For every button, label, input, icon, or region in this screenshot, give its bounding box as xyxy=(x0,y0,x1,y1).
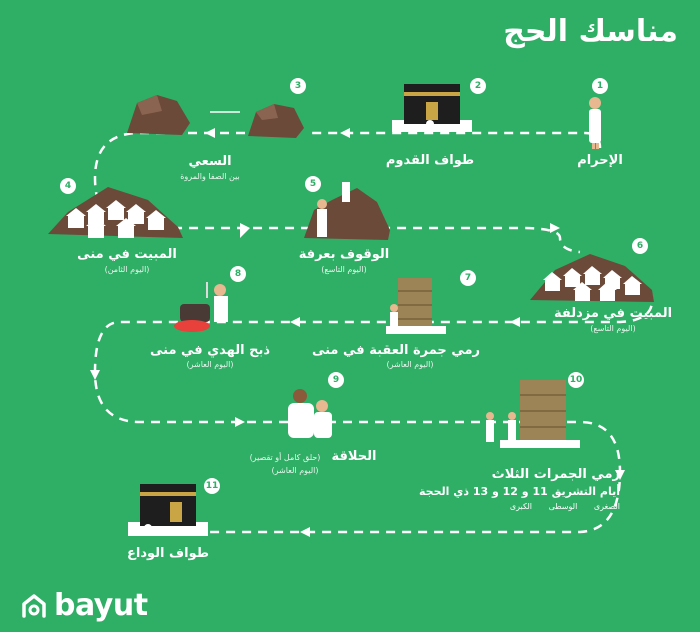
step-sub-7: (اليوم العاشر) xyxy=(386,360,434,369)
step-label-11: طواف الوداع xyxy=(127,546,209,561)
step-sub-3: بين الصفا والمروة xyxy=(180,172,240,181)
bullet-kubra: الكبرى xyxy=(509,502,533,511)
safa-rock-icon xyxy=(127,95,190,135)
step-label-10-days: أيام التشريق 11 و 12 و 13 ذي الحجة xyxy=(419,485,620,498)
mina-tents-icon xyxy=(48,187,183,238)
kaaba-farewell-icon xyxy=(128,484,208,536)
step-sub-9: (اليوم العاشر) xyxy=(271,466,319,475)
step-badge-10: 10 xyxy=(568,372,584,388)
step-badge-5: 5 xyxy=(305,176,321,192)
pilgrim-icon xyxy=(589,97,601,149)
step-badge-3: 3 xyxy=(290,78,306,94)
page-title: مناسك الحج xyxy=(503,14,678,49)
step-label-5: الوقوف بعرفة xyxy=(298,247,390,262)
step-sub-6: (اليوم التاسع) xyxy=(590,324,636,333)
jamarat-towers-icon xyxy=(486,380,580,448)
step-badge-8: 8 xyxy=(230,266,246,282)
kaaba-icon xyxy=(392,84,472,132)
shaving-icon xyxy=(288,389,332,438)
step-sub-4: (اليوم الثامن) xyxy=(104,265,150,274)
step-badge-1: 1 xyxy=(592,78,608,94)
bayut-logo: bayut xyxy=(20,588,148,623)
step-label-6: المبيت في مزدلفة xyxy=(553,306,673,321)
step-badge-11: 11 xyxy=(204,478,220,494)
step-label-9-extra: (حلق كامل أو تقصير) xyxy=(249,453,321,462)
step-badge-4: 4 xyxy=(60,178,76,194)
step-badge-6: 6 xyxy=(632,238,648,254)
bullet-wusta: الوسطى xyxy=(548,502,578,511)
step-label-1: الإحرام xyxy=(577,153,623,168)
sacrifice-icon xyxy=(174,282,228,332)
arafah-mount-icon xyxy=(304,182,390,240)
jamrah-tower-icon xyxy=(386,278,446,334)
step-label-8: ذبح الهدي في منى xyxy=(149,343,270,358)
step-badge-9: 9 xyxy=(328,372,344,388)
marwa-rock-icon xyxy=(248,104,304,138)
step-badge-7: 7 xyxy=(460,270,476,286)
step-label-2: طواف القدوم xyxy=(385,153,475,168)
step-label-3: السعي xyxy=(188,154,232,169)
bullet-sughra: الصغرى xyxy=(593,502,620,511)
step-label-9: الحلاقة xyxy=(331,449,377,464)
step-label-4: المبيت في منى xyxy=(77,247,177,262)
muzdalifah-tents-icon xyxy=(530,254,654,302)
step-label-7: رمي جمرة العقبة في منى xyxy=(311,343,480,358)
jamarat-list: الصغرى الوسطى الكبرى xyxy=(440,502,620,511)
brand-name: bayut xyxy=(54,588,148,623)
step-badge-2: 2 xyxy=(470,78,486,94)
bayut-house-icon xyxy=(22,593,46,618)
step-sub-5: (اليوم التاسع) xyxy=(321,265,367,274)
step-sub-8: (اليوم العاشر) xyxy=(186,360,234,369)
step-label-10: رمي الجمرات الثلاث xyxy=(491,467,620,482)
